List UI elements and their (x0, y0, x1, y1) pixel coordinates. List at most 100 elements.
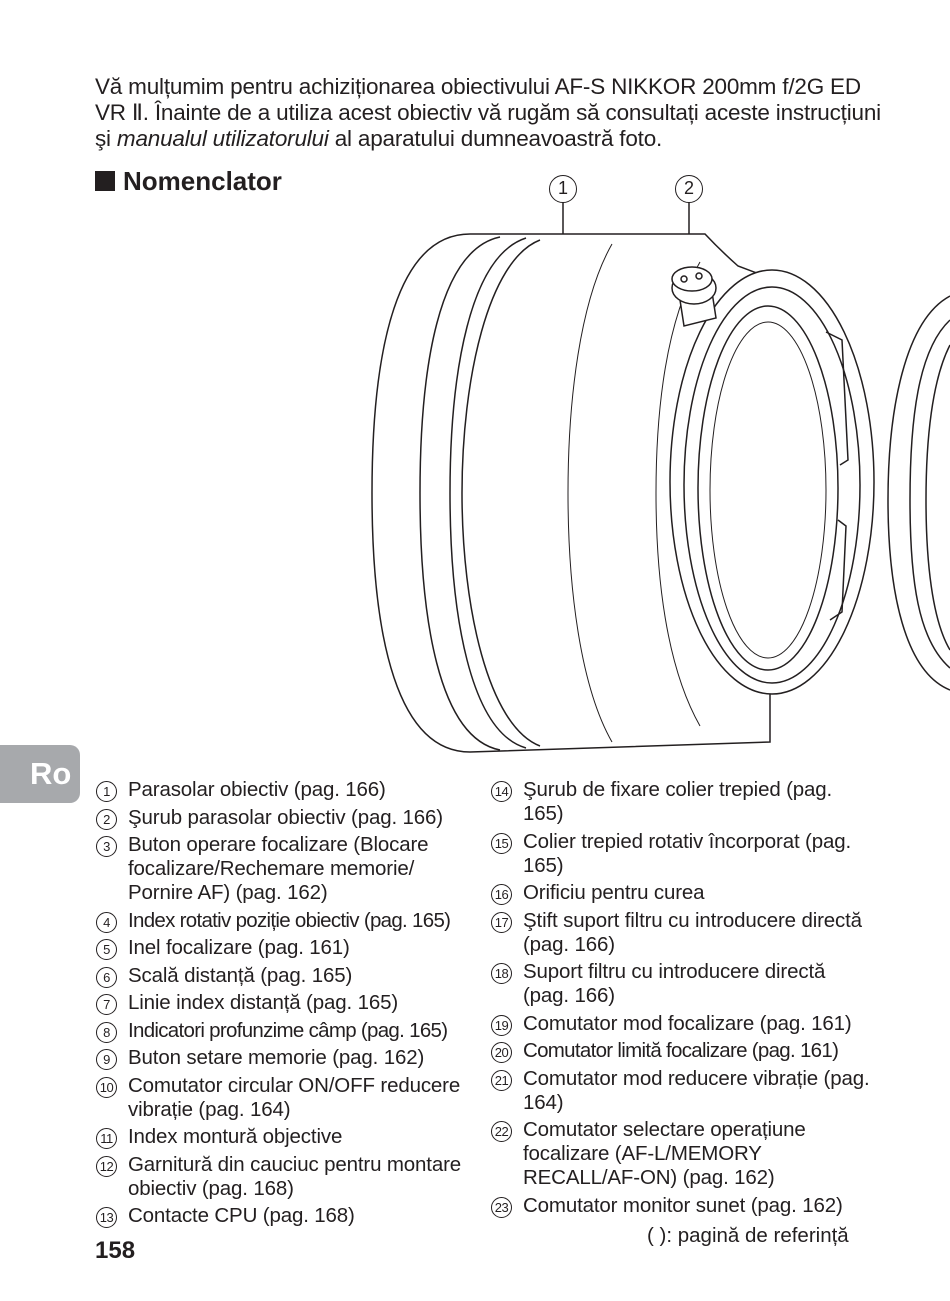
callout-2: 2 (675, 175, 703, 203)
square-bullet-icon (95, 171, 115, 191)
item-number: 22 (491, 1121, 512, 1142)
item-number: 16 (491, 884, 512, 905)
item-text: Comutator mod reducere vibrație (pag. 16… (523, 1066, 870, 1114)
hood-contour-2 (655, 261, 701, 727)
list-item: 3 Buton operare focalizare (Blocare focal… (96, 833, 481, 905)
item-number: 9 (96, 1049, 117, 1070)
item-text: Colier trepied rotativ încorporat (pag. … (523, 829, 852, 877)
item-text: Scală distanță (pag. 165) (128, 963, 353, 987)
item-number: 17 (491, 911, 512, 933)
list-item: 1 Parasolar obiectiv (pag. 166) (96, 778, 481, 802)
list-item: 23 Comutator monitor sunet (pag. 162) (491, 1194, 871, 1218)
hood-contour (567, 243, 613, 743)
list-item: 20 Comutator limită focalizare (pag. 161) (491, 1039, 871, 1063)
language-tab: Ro (0, 745, 80, 803)
item-text: Comutator limită focalizare (pag. 161) (523, 1039, 839, 1062)
list-item: 9 Buton setare memorie (pag. 162) (96, 1046, 481, 1070)
item-number: 18 (491, 963, 512, 984)
list-item: 7 Linie index distanță (pag. 165) (96, 991, 481, 1015)
item-number: 6 (96, 966, 117, 988)
item-number: 7 (96, 994, 117, 1015)
item-text: Contacte CPU (pag. 168) (128, 1204, 355, 1227)
item-text: Suport filtru cu introducere directă (pa… (523, 960, 826, 1007)
page-number: 158 (95, 1237, 136, 1264)
hood-front-rim-inner (449, 237, 527, 749)
intro-text-1: Vă mulțumim pentru achiziționarea obiect… (95, 74, 881, 151)
item-text: Şurub de fixare colier trepied (pag. 165… (523, 778, 833, 825)
list-item: 21 Comutator mod reducere vibrație (pag. … (491, 1067, 871, 1115)
bayonet-ring-core (709, 321, 827, 659)
section-title-text: Nomenclator (123, 166, 282, 196)
item-text: Inel focalizare (pag. 161) (128, 936, 350, 959)
list-item: 22 Comutator selectare operațiune focaliz… (491, 1118, 871, 1190)
hood-front-rim (419, 236, 501, 751)
list-item: 19 Comutator mod focalizare (pag. 161) (491, 1012, 871, 1036)
list-item: 14 Şurub de fixare colier trepied (pag. 1… (491, 778, 871, 826)
item-number: 20 (491, 1042, 512, 1063)
thumb-screw-hole-1 (680, 275, 688, 283)
intro-paragraph: Vă mulțumim pentru achiziționarea obiect… (95, 74, 895, 152)
item-number: 11 (96, 1128, 117, 1149)
item-number: 23 (491, 1196, 512, 1218)
list-item: 12 Garnitură din cauciuc pentru montare o… (96, 1153, 481, 1201)
list-item: 10 Comutator circular ON/OFF reducere vib… (96, 1074, 481, 1122)
item-text: Indicatori profunzime câmp (pag. 165) (128, 1018, 448, 1042)
bayonet-ring-outer (669, 269, 875, 695)
list-item: 8 Indicatori profunzime câmp (pag. 165) (96, 1019, 481, 1043)
list-item: 15 Colier trepied rotativ încorporat (pag… (491, 830, 871, 878)
thumb-screw-hole-2 (695, 272, 703, 280)
item-number: 15 (491, 832, 512, 854)
bayonet-ring-inner (697, 305, 839, 671)
item-number: 2 (96, 808, 117, 830)
hood-body-outline (371, 233, 771, 753)
item-number: 1 (96, 781, 117, 802)
item-text: Orificiu pentru curea (523, 881, 705, 904)
item-number: 12 (96, 1155, 117, 1177)
item-text: Index rotativ poziție obiectiv (pag. 165… (128, 908, 451, 932)
item-number: 3 (96, 836, 117, 857)
item-text: Comutator selectare operațiune focalizar… (523, 1118, 806, 1189)
bayonet-ring-mid (683, 286, 861, 684)
list-item: 6 Scală distanță (pag. 165) (96, 964, 481, 988)
item-number: 21 (491, 1069, 512, 1091)
list-item: 16 Orificiu pentru curea (491, 881, 871, 905)
item-text: Buton setare memorie (pag. 162) (128, 1046, 425, 1069)
item-number: 13 (96, 1207, 117, 1228)
reference-note: ( ): pagină de referință (647, 1224, 849, 1247)
callout-1: 1 (549, 175, 577, 203)
nomenclature-list-right: 14 Şurub de fixare colier trepied (pag. 1… (491, 778, 871, 1221)
item-text: Şurub parasolar obiectiv (pag. 166) (128, 805, 443, 829)
item-number: 5 (96, 939, 117, 960)
hood-front-rim-line (461, 239, 541, 747)
item-text: Buton operare focalizare (Blocare focali… (128, 833, 429, 904)
list-item: 2 Şurub parasolar obiectiv (pag. 166) (96, 806, 481, 830)
section-title: Nomenclator (95, 166, 282, 196)
second-hood-partial-inner (909, 319, 950, 669)
item-text: Ştift suport filtru cu introducere direc… (523, 908, 862, 956)
item-text: Comutator monitor sunet (pag. 162) (523, 1193, 843, 1217)
thumb-screw-top (671, 266, 713, 292)
list-item: 13 Contacte CPU (pag. 168) (96, 1204, 481, 1228)
item-number: 14 (491, 781, 512, 802)
item-text: Comutator mod focalizare (pag. 161) (523, 1011, 852, 1035)
bayonet-tab-2 (829, 519, 847, 621)
item-number: 4 (96, 911, 117, 933)
bayonet-tab (825, 331, 849, 466)
item-number: 8 (96, 1021, 117, 1043)
list-item: 17 Ştift suport filtru cu introducere dir… (491, 909, 871, 957)
item-number: 19 (491, 1014, 512, 1036)
item-text: Comutator circular ON/OFF reducere vibra… (128, 1073, 461, 1121)
intro-text-2: al aparatului dumneavoastră foto. (328, 126, 663, 151)
item-text: Parasolar obiectiv (pag. 166) (128, 778, 386, 801)
list-item: 4 Index rotativ poziție obiectiv (pag. 16… (96, 909, 481, 933)
list-item: 18 Suport filtru cu introducere directă (… (491, 960, 871, 1008)
nomenclature-list-left: 1 Parasolar obiectiv (pag. 166) 2 Şurub pa… (96, 778, 481, 1232)
second-hood-partial-line (925, 344, 950, 651)
list-item: 5 Inel focalizare (pag. 161) (96, 936, 481, 960)
intro-emphasis: manualul utilizatorului (116, 126, 329, 151)
item-text: Linie index distanță (pag. 165) (128, 991, 399, 1014)
item-number: 10 (96, 1076, 117, 1098)
item-text: Garnitură din cauciuc pentru montare obi… (128, 1152, 462, 1200)
